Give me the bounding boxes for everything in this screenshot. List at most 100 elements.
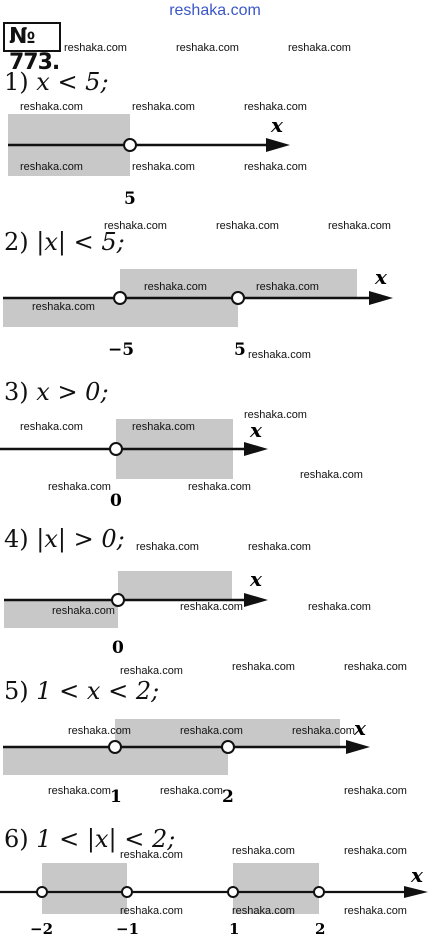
item-5-inequality: 1 < x < 2;	[36, 677, 160, 705]
item-6-title: 6) 1 < |x| < 2;	[4, 825, 175, 853]
watermark: reshaka.com	[188, 481, 251, 493]
item-2-title: 2) |x| < 5;	[4, 228, 125, 256]
number-line-2: x −5 5	[3, 265, 393, 360]
open-point	[36, 886, 48, 898]
item-3-title: 3) x > 0;	[4, 378, 109, 406]
axis-arrow	[244, 442, 268, 456]
watermark: reshaka.com	[160, 785, 223, 797]
watermark: reshaka.com	[64, 42, 127, 54]
axis-arrow	[346, 740, 370, 754]
item-4-label: 4)	[4, 525, 29, 553]
watermark: reshaka.com	[176, 42, 239, 54]
watermark: reshaka.com	[132, 161, 195, 173]
watermark: reshaka.com	[32, 301, 95, 313]
tick-label: −5	[108, 340, 134, 360]
axis-arrow	[244, 593, 268, 607]
open-point	[108, 740, 122, 754]
watermark: reshaka.com	[344, 661, 407, 673]
item-4-title: 4) |x| > 0;	[4, 525, 125, 553]
watermark: reshaka.com	[328, 220, 391, 232]
axis-letter: x	[374, 265, 388, 289]
watermark: reshaka.com	[244, 101, 307, 113]
tick-label: 5	[124, 189, 136, 209]
number-line-1: x 5	[8, 113, 290, 209]
item-5-title: 5) 1 < x < 2;	[4, 677, 159, 705]
item-2-inequality: |x| < 5;	[36, 228, 125, 256]
watermark: reshaka.com	[132, 421, 195, 433]
watermark: reshaka.com	[344, 845, 407, 857]
axis-arrow	[266, 138, 290, 152]
item-3-label: 3)	[4, 378, 29, 406]
open-point	[123, 138, 137, 152]
item-3-inequality: x > 0;	[36, 378, 109, 406]
watermark: reshaka.com	[104, 220, 167, 232]
open-point	[113, 291, 127, 305]
item-5-label: 5)	[4, 677, 29, 705]
number-line-5: x 1 2	[3, 716, 370, 807]
watermark: reshaka.com	[232, 661, 295, 673]
item-6-label: 6)	[4, 825, 29, 853]
item-6-inequality: 1 < |x| < 2;	[36, 825, 176, 853]
watermark: reshaka.com	[344, 905, 407, 917]
watermark: reshaka.com	[136, 541, 199, 553]
axis-arrow	[404, 886, 428, 898]
axis-letter: x	[270, 113, 284, 137]
exercise-number: № 773.	[3, 22, 61, 75]
item-1-inequality: x < 5;	[36, 68, 109, 96]
watermark: reshaka.com	[180, 601, 243, 613]
item-1-title: 1) x < 5;	[4, 68, 109, 96]
open-point	[313, 886, 325, 898]
axis-letter: x	[410, 863, 424, 887]
watermark: reshaka.com	[180, 725, 243, 737]
open-point	[109, 442, 123, 456]
tick-label: −1	[116, 920, 139, 938]
watermark: reshaka.com	[232, 845, 295, 857]
open-point	[231, 291, 245, 305]
watermark: reshaka.com	[144, 281, 207, 293]
number-line-3: x 0	[0, 418, 268, 511]
watermark: reshaka.com	[48, 785, 111, 797]
number-line-6: x −2 −1 1 2	[0, 863, 428, 938]
watermark: reshaka.com	[244, 409, 307, 421]
tick-label: 2	[222, 787, 234, 807]
item-2-label: 2)	[4, 228, 29, 256]
watermark: reshaka.com	[244, 161, 307, 173]
watermark: reshaka.com	[120, 905, 183, 917]
watermark: reshaka.com	[52, 605, 115, 617]
item-1-label: 1)	[4, 68, 29, 96]
axis-letter: x	[249, 567, 263, 591]
watermark: reshaka.com	[120, 665, 183, 677]
watermark: reshaka.com	[20, 101, 83, 113]
axis-letter: x	[249, 418, 263, 442]
watermark: reshaka.com	[248, 541, 311, 553]
watermark: reshaka.com	[20, 161, 83, 173]
tick-label: −2	[30, 920, 53, 938]
watermark: reshaka.com	[20, 421, 83, 433]
shaded-region-upper	[118, 571, 232, 600]
watermark: reshaka.com	[248, 349, 311, 361]
watermark: reshaka.com	[292, 725, 355, 737]
tick-label: 1	[110, 787, 122, 807]
watermark: reshaka.com	[120, 849, 183, 861]
watermark: reshaka.com	[256, 281, 319, 293]
open-point	[111, 593, 125, 607]
tick-label: 0	[110, 491, 122, 511]
number-line-4: x 0	[4, 567, 268, 658]
tick-label: 2	[315, 920, 325, 938]
watermark: reshaka.com	[300, 469, 363, 481]
site-watermark-top: reshaka.com	[169, 2, 261, 19]
shaded-region-left	[42, 863, 127, 914]
open-point	[221, 740, 235, 754]
axis-letter: x	[353, 716, 367, 740]
watermark: reshaka.com	[216, 220, 279, 232]
tick-label: 1	[229, 920, 239, 938]
watermark: reshaka.com	[344, 785, 407, 797]
shaded-region-lower	[4, 600, 118, 628]
tick-label: 0	[112, 638, 124, 658]
tick-label: 5	[234, 340, 246, 360]
axis-arrow	[369, 291, 393, 305]
watermark: reshaka.com	[308, 601, 371, 613]
watermark: reshaka.com	[48, 481, 111, 493]
open-point	[227, 886, 239, 898]
item-4-inequality: |x| > 0;	[36, 525, 125, 553]
